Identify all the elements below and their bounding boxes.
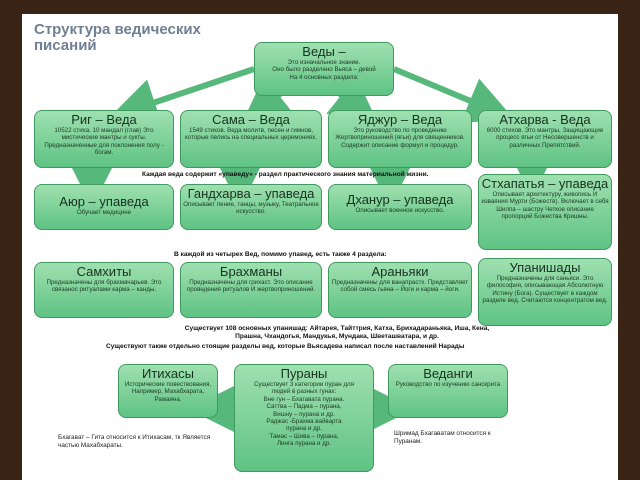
puranas-heading: Пураны xyxy=(280,366,328,381)
samhitas-desc: Предназначены для брахмачарьев. Это связ… xyxy=(46,279,162,294)
rig-veda-desc: 10522 стиха. 10 мандал (глав) Это мистич… xyxy=(44,127,164,157)
puranas-line-1: Существует 3 категории пуран для xyxy=(253,381,355,388)
slide: Структура ведических писаний Веды – Это … xyxy=(22,14,618,480)
aranyakas-box: Араньяки Предназначены для ванапрастх. П… xyxy=(328,262,472,318)
upanishads-desc: Предназначены для саньяси. Это философия… xyxy=(482,275,608,305)
puranas-line-9: Линга пурана и др. xyxy=(277,440,331,448)
gandharva-upaveda-box: Гандхарва – упаведа Описывает пение, тан… xyxy=(180,184,322,230)
vedas-box: Веды – Это изначальное знание. Оно было … xyxy=(254,42,394,96)
upanishads-list-note: Существует 108 основных упанишад: Айтаре… xyxy=(184,325,490,340)
atharva-veda-heading: Атхарва - Веда xyxy=(499,112,591,127)
arrow-to-atharva xyxy=(392,66,515,123)
vedangas-desc: Руководство по изучению санскрита xyxy=(395,381,501,388)
sections-note: В каждой из четырех Вед, помимо упавед, … xyxy=(174,251,387,258)
vedas-desc-3: На 4 основных раздела: xyxy=(289,73,359,81)
dhanur-upaveda-desc: Описывает военное искусство. xyxy=(355,207,445,214)
ayur-upaveda-box: Аюр – упаведа Обучает медицине xyxy=(34,184,174,230)
yajur-veda-heading: Яджур – Веда xyxy=(357,112,443,127)
arrow-to-sama xyxy=(241,76,294,125)
dhanur-upaveda-box: Дханур – упаведа Описывает военное искус… xyxy=(328,184,472,230)
arrow-to-yajur xyxy=(326,76,379,125)
upanishads-box: Упанишады Предназначены для саньяси. Это… xyxy=(478,258,612,326)
rig-veda-box: Риг – Веда 10522 стиха. 10 мандал (глав)… xyxy=(34,110,174,168)
samhitas-heading: Самхиты xyxy=(76,264,132,279)
itihasas-box: Итихасы Исторические повествования, Напр… xyxy=(118,364,218,418)
itihasas-desc: Исторические повествования, Например, Ма… xyxy=(124,381,212,403)
rig-veda-heading: Риг – Веда xyxy=(71,112,137,127)
sama-veda-heading: Сама – Веда xyxy=(212,112,290,127)
yajur-veda-desc: Это руководство по проведению Жертвоприн… xyxy=(335,127,465,149)
smriti-note: Существуют также отдельно стоящие раздел… xyxy=(106,343,465,350)
page-title: Структура ведических писаний xyxy=(34,21,201,54)
vedas-desc-1: Это изначальное знание. xyxy=(287,59,361,66)
sama-veda-box: Сама – Веда 1549 стихов. Веда молитв, пе… xyxy=(180,110,322,168)
yajur-veda-box: Яджур – Веда Это руководство по проведен… xyxy=(328,110,472,168)
bhagavatam-note: Шримад Бхагаватам относится к Пуранам. xyxy=(394,430,491,445)
sthapatya-upaveda-heading: Стхапатья – упаведа xyxy=(481,176,609,191)
brahmanas-desc: Предназначены для грихаст. Это описание … xyxy=(186,279,316,294)
aranyakas-heading: Араньяки xyxy=(371,264,429,279)
gita-note: Бхагават – Гита относится к Итихасам, тк… xyxy=(58,434,211,449)
vedangas-heading: Веданги xyxy=(423,366,473,381)
atharva-veda-desc: 6000 стихов. Это мантры, Защищающие проц… xyxy=(486,127,604,149)
vedas-desc-2: Оно было разделено Вьяса – девой xyxy=(272,66,376,74)
ayur-upaveda-heading: Аюр – упаведа xyxy=(59,194,149,209)
puranas-line-6: Раджас -Брахма вайварта xyxy=(266,418,342,426)
sama-veda-desc: 1549 стихов. Веда молитв, песен и гимнов… xyxy=(185,127,317,142)
arrow-to-rig xyxy=(109,66,255,126)
vedas-heading: Веды – xyxy=(302,44,346,59)
puranas-line-5: Вишну – пурана и др. xyxy=(273,410,335,418)
brahmanas-box: Брахманы Предназначены для грихаст. Это … xyxy=(180,262,322,318)
puranas-line-2: людей в разных гунах: xyxy=(271,388,337,396)
puranas-line-8: Тамас – Шива – пурана, xyxy=(269,432,339,440)
puranas-box: Пураны Существует 3 категории пуран для … xyxy=(234,364,374,472)
vedangas-box: Веданги Руководство по изучению санскрит… xyxy=(388,364,508,418)
gandharva-upaveda-desc: Описывает пение, танцы, музыку, Театраль… xyxy=(183,201,319,216)
samhitas-box: Самхиты Предназначены для брахмачарьев. … xyxy=(34,262,174,318)
dhanur-upaveda-heading: Дханур – упаведа xyxy=(346,192,454,207)
puranas-line-3: Вне гун – Бхагавата пурана. xyxy=(263,395,345,403)
sthapatya-upaveda-box: Стхапатья – упаведа Описывает архитектур… xyxy=(478,174,612,250)
atharva-veda-box: Атхарва - Веда 6000 стихов. Это мантры, … xyxy=(478,110,612,168)
puranas-line-4: Саттва – Падма – пурана, xyxy=(266,403,342,411)
upaveda-note: Каждая веда содержит «упаведу» - раздел … xyxy=(142,171,429,178)
aranyakas-desc: Предназначены для ванапрастх. Представля… xyxy=(331,279,469,294)
puranas-line-7: пурана и др. xyxy=(286,425,322,433)
brahmanas-heading: Брахманы xyxy=(219,264,283,279)
ayur-upaveda-desc: Обучает медицине xyxy=(76,209,132,216)
itihasas-heading: Итихасы xyxy=(142,366,194,381)
gandharva-upaveda-heading: Гандхарва – упаведа xyxy=(187,186,315,201)
upanishads-heading: Упанишады xyxy=(509,260,581,275)
sthapatya-upaveda-desc: Описывает архитектуру, живопись И изваян… xyxy=(481,191,609,221)
